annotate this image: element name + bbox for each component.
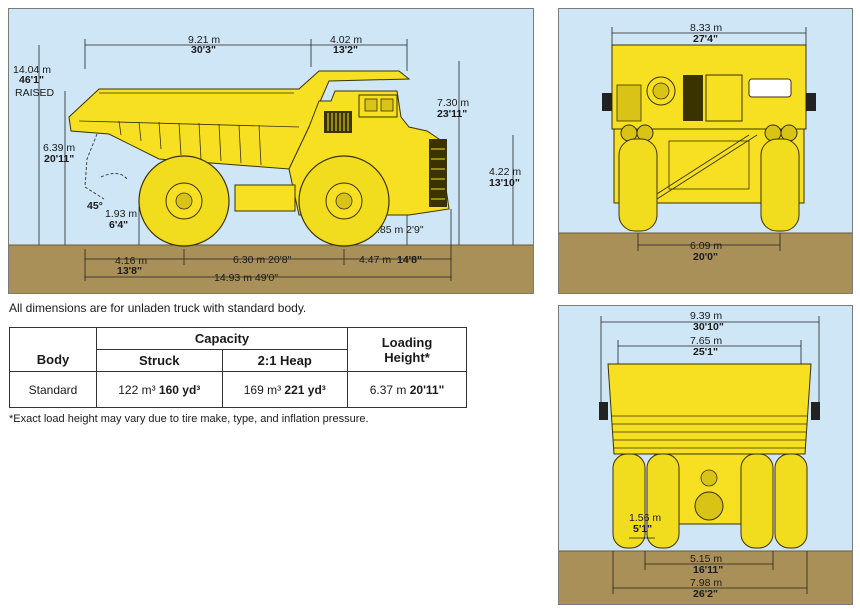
rear-tire-imperial: 5'1" bbox=[633, 523, 652, 535]
total-length: 14.93 m 49'0" bbox=[214, 272, 278, 284]
canopy-height-metric: 4.22 m bbox=[489, 166, 521, 178]
ground bbox=[9, 245, 533, 293]
rear-overall-width-metric: 7.98 m bbox=[690, 577, 722, 589]
overall-height-metric: 7.30 m bbox=[437, 97, 469, 109]
dump-clearance-imperial: 6'4" bbox=[109, 219, 128, 231]
row-struck-imperial: 160 yd³ bbox=[158, 382, 201, 397]
ground bbox=[559, 233, 852, 293]
capacity-table: Body Capacity Loading Height* Struck 2:1… bbox=[9, 327, 467, 408]
cab-length-imperial: 13'2" bbox=[333, 44, 358, 56]
load-height-imperial: 20'11" bbox=[44, 153, 74, 165]
front-width-imperial: 27'4" bbox=[693, 33, 718, 45]
col-loading-label: Loading bbox=[381, 334, 433, 350]
front-dimension-lines bbox=[611, 27, 807, 251]
dimensions-note: All dimensions are for unladen truck wit… bbox=[9, 301, 307, 315]
rear-view-panel: 9.39 m 30'10" 7.65 m 25'1" 1.56 m 5'1" 5… bbox=[558, 305, 853, 605]
front-left-tire bbox=[618, 138, 658, 232]
row-body-cell: Standard bbox=[9, 371, 97, 408]
radiator-grille bbox=[324, 111, 352, 133]
front-tread-imperial: 20'0" bbox=[693, 251, 718, 263]
raised-height-imperial: 46'1" bbox=[19, 74, 44, 86]
side-view-drawing: 9.21 m 30'3" 4.02 m 13'2" 14.04 m 46'1" … bbox=[9, 34, 533, 293]
rear-left-inner-tire bbox=[646, 453, 680, 549]
body-length-imperial: 30'3" bbox=[191, 44, 216, 56]
load-height-metric: 6.39 m bbox=[43, 142, 75, 154]
row-height-cell: 6.37 m 20'11" bbox=[347, 371, 467, 408]
dump-body bbox=[68, 70, 411, 170]
rear-overhang-imperial: 14'8" bbox=[397, 254, 422, 266]
rear-overall-width-imperial: 26'2" bbox=[693, 588, 718, 600]
row-heap-imperial: 221 yd³ bbox=[284, 382, 326, 397]
rear-dimension-lines bbox=[600, 316, 820, 594]
front-tread-metric: 6.09 m bbox=[690, 240, 722, 252]
cab-length-metric: 4.02 m bbox=[330, 34, 362, 46]
row-struck-cell: 122 m³ 160 yd³ bbox=[96, 371, 223, 408]
front-wheel bbox=[298, 155, 390, 247]
col-body-header: Body bbox=[9, 327, 97, 372]
body-length-metric: 9.21 m bbox=[188, 34, 220, 46]
rear-body-width-metric: 9.39 m bbox=[690, 310, 722, 322]
raised-label: RAISED bbox=[15, 87, 55, 99]
col-struck-header: Struck bbox=[96, 349, 223, 372]
ground-clearance: .85 m 2'9" bbox=[377, 224, 424, 236]
col-loading-height-header: Loading Height* bbox=[347, 327, 467, 372]
raised-height-metric: 14.04 m bbox=[13, 64, 51, 76]
row-height-metric: 6.37 m bbox=[369, 382, 407, 397]
row-heap-metric: 169 m³ bbox=[243, 382, 282, 397]
rear-tread-metric: 5.15 m bbox=[690, 553, 722, 565]
side-view-panel: 9.21 m 30'3" 4.02 m 13'2" 14.04 m 46'1" … bbox=[8, 8, 534, 294]
rear-right-outer-tire bbox=[774, 453, 808, 549]
dump-clearance-metric: 1.93 m bbox=[105, 208, 137, 220]
table-row: Standard 122 m³ 160 yd³ 169 m³ 221 yd³ 6… bbox=[9, 371, 467, 408]
col-height-label: Height* bbox=[384, 349, 430, 365]
col-heap-header: 2:1 Heap bbox=[221, 349, 348, 372]
dump-angle: 45° bbox=[87, 200, 103, 212]
row-height-imperial: 20'11" bbox=[409, 382, 445, 397]
front-grille bbox=[429, 139, 447, 207]
front-width-metric: 8.33 m bbox=[690, 22, 722, 34]
ground bbox=[559, 551, 852, 604]
front-view-panel: 8.33 m 27'4" 6.09 m 20'0" bbox=[558, 8, 853, 294]
front-axle-metric: 4.16 m bbox=[115, 255, 147, 267]
footnote: *Exact load height may vary due to tire … bbox=[9, 413, 369, 425]
rear-tire-metric: 1.56 m bbox=[629, 512, 661, 524]
canopy-height-imperial: 13'10" bbox=[489, 177, 520, 189]
rear-inner-width-metric: 7.65 m bbox=[690, 335, 722, 347]
front-right-tire bbox=[760, 138, 800, 232]
rear-right-inner-tire bbox=[740, 453, 774, 549]
raised-body-outline bbox=[84, 133, 105, 200]
overall-height-imperial: 23'11" bbox=[437, 108, 467, 120]
front-axle-imperial: 13'8" bbox=[117, 265, 142, 277]
col-capacity-header: Capacity bbox=[96, 327, 348, 350]
rear-body bbox=[607, 363, 812, 455]
rear-inner-width-imperial: 25'1" bbox=[693, 346, 718, 358]
row-struck-metric: 122 m³ bbox=[118, 382, 156, 397]
rear-body-width-imperial: 30'10" bbox=[693, 321, 724, 333]
rear-left-outer-tire bbox=[612, 453, 646, 549]
rear-wheel bbox=[138, 155, 230, 247]
dimension-lines bbox=[38, 39, 514, 281]
row-heap-cell: 169 m³ 221 yd³ bbox=[221, 371, 348, 408]
rear-tread-imperial: 16'11" bbox=[693, 564, 723, 576]
rear-overhang-metric: 4.47 m bbox=[359, 254, 391, 266]
wheelbase: 6.30 m 20'8" bbox=[233, 254, 292, 266]
rear-view-drawing: 9.39 m 30'10" 7.65 m 25'1" 1.56 m 5'1" 5… bbox=[559, 310, 852, 604]
front-view-drawing: 8.33 m 27'4" 6.09 m 20'0" bbox=[559, 22, 852, 293]
